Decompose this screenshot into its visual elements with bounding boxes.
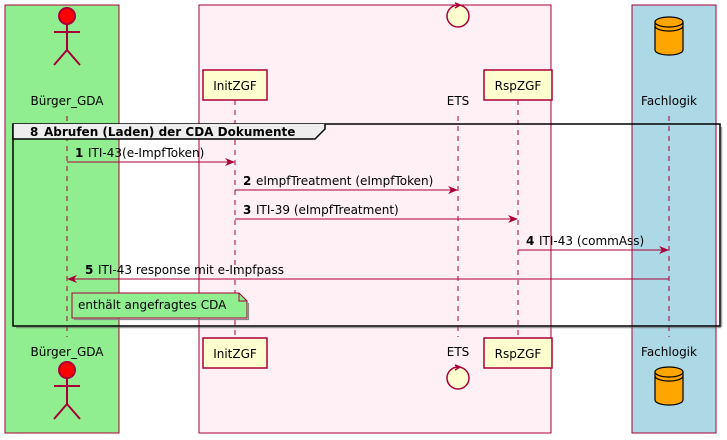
group-frame — [12, 123, 721, 327]
box-fachlogik — [631, 4, 717, 434]
message-text-1: ITI-43(e-ImpfToken) — [88, 146, 204, 160]
message-text-5: ITI-43 response mit e-Impfpass — [98, 263, 284, 277]
message-num-4: 4 — [526, 234, 534, 248]
participant-label-rspzgf-bottom: RspZGF — [495, 347, 542, 361]
actor-icon — [53, 361, 81, 420]
message-text-3: ITI-39 (eImpfTreatment) — [256, 203, 399, 217]
control-icon — [446, 2, 470, 28]
message-text-2: eImpfTreatment (eImpfToken) — [256, 174, 433, 188]
participant-label-initzgf-bottom: InitZGF — [213, 347, 257, 361]
participant-box-initzgf-bottom — [202, 337, 268, 369]
message-num-1: 1 — [75, 146, 83, 160]
group-title: Abrufen (Laden) der CDA Dokumente — [44, 125, 295, 139]
database-icon — [654, 366, 684, 406]
participant-label-initzgf-top: InitZGF — [213, 79, 257, 93]
participant-label-ets-top: ETS — [447, 94, 470, 108]
participant-label-buerger-top: Bürger_GDA — [30, 94, 104, 108]
message-num-5: 5 — [85, 263, 93, 277]
participant-label-rspzgf-top: RspZGF — [495, 79, 542, 93]
message-text-4: ITI-43 (commAss) — [539, 234, 644, 248]
participant-box-rspzgf-bottom — [483, 337, 553, 369]
group-number: 8 — [30, 125, 38, 139]
participant-label-ets-bottom: ETS — [447, 345, 470, 359]
participant-box-initzgf-top — [202, 69, 268, 101]
database-icon — [654, 16, 684, 56]
group-tab — [12, 124, 326, 140]
participant-label-fachlogik-bottom: Fachlogik — [641, 345, 697, 359]
control-icon — [446, 364, 470, 390]
participant-label-buerger-bottom: Bürger_GDA — [30, 345, 104, 359]
box-buerger — [4, 4, 120, 434]
participant-box-rspzgf-top — [483, 69, 553, 101]
actor-icon — [53, 7, 81, 66]
note — [71, 292, 250, 321]
message-num-3: 3 — [243, 203, 251, 217]
participant-label-fachlogik-top: Fachlogik — [641, 94, 697, 108]
note-text: enthält angefragtes CDA — [78, 298, 227, 312]
message-num-2: 2 — [243, 174, 251, 188]
